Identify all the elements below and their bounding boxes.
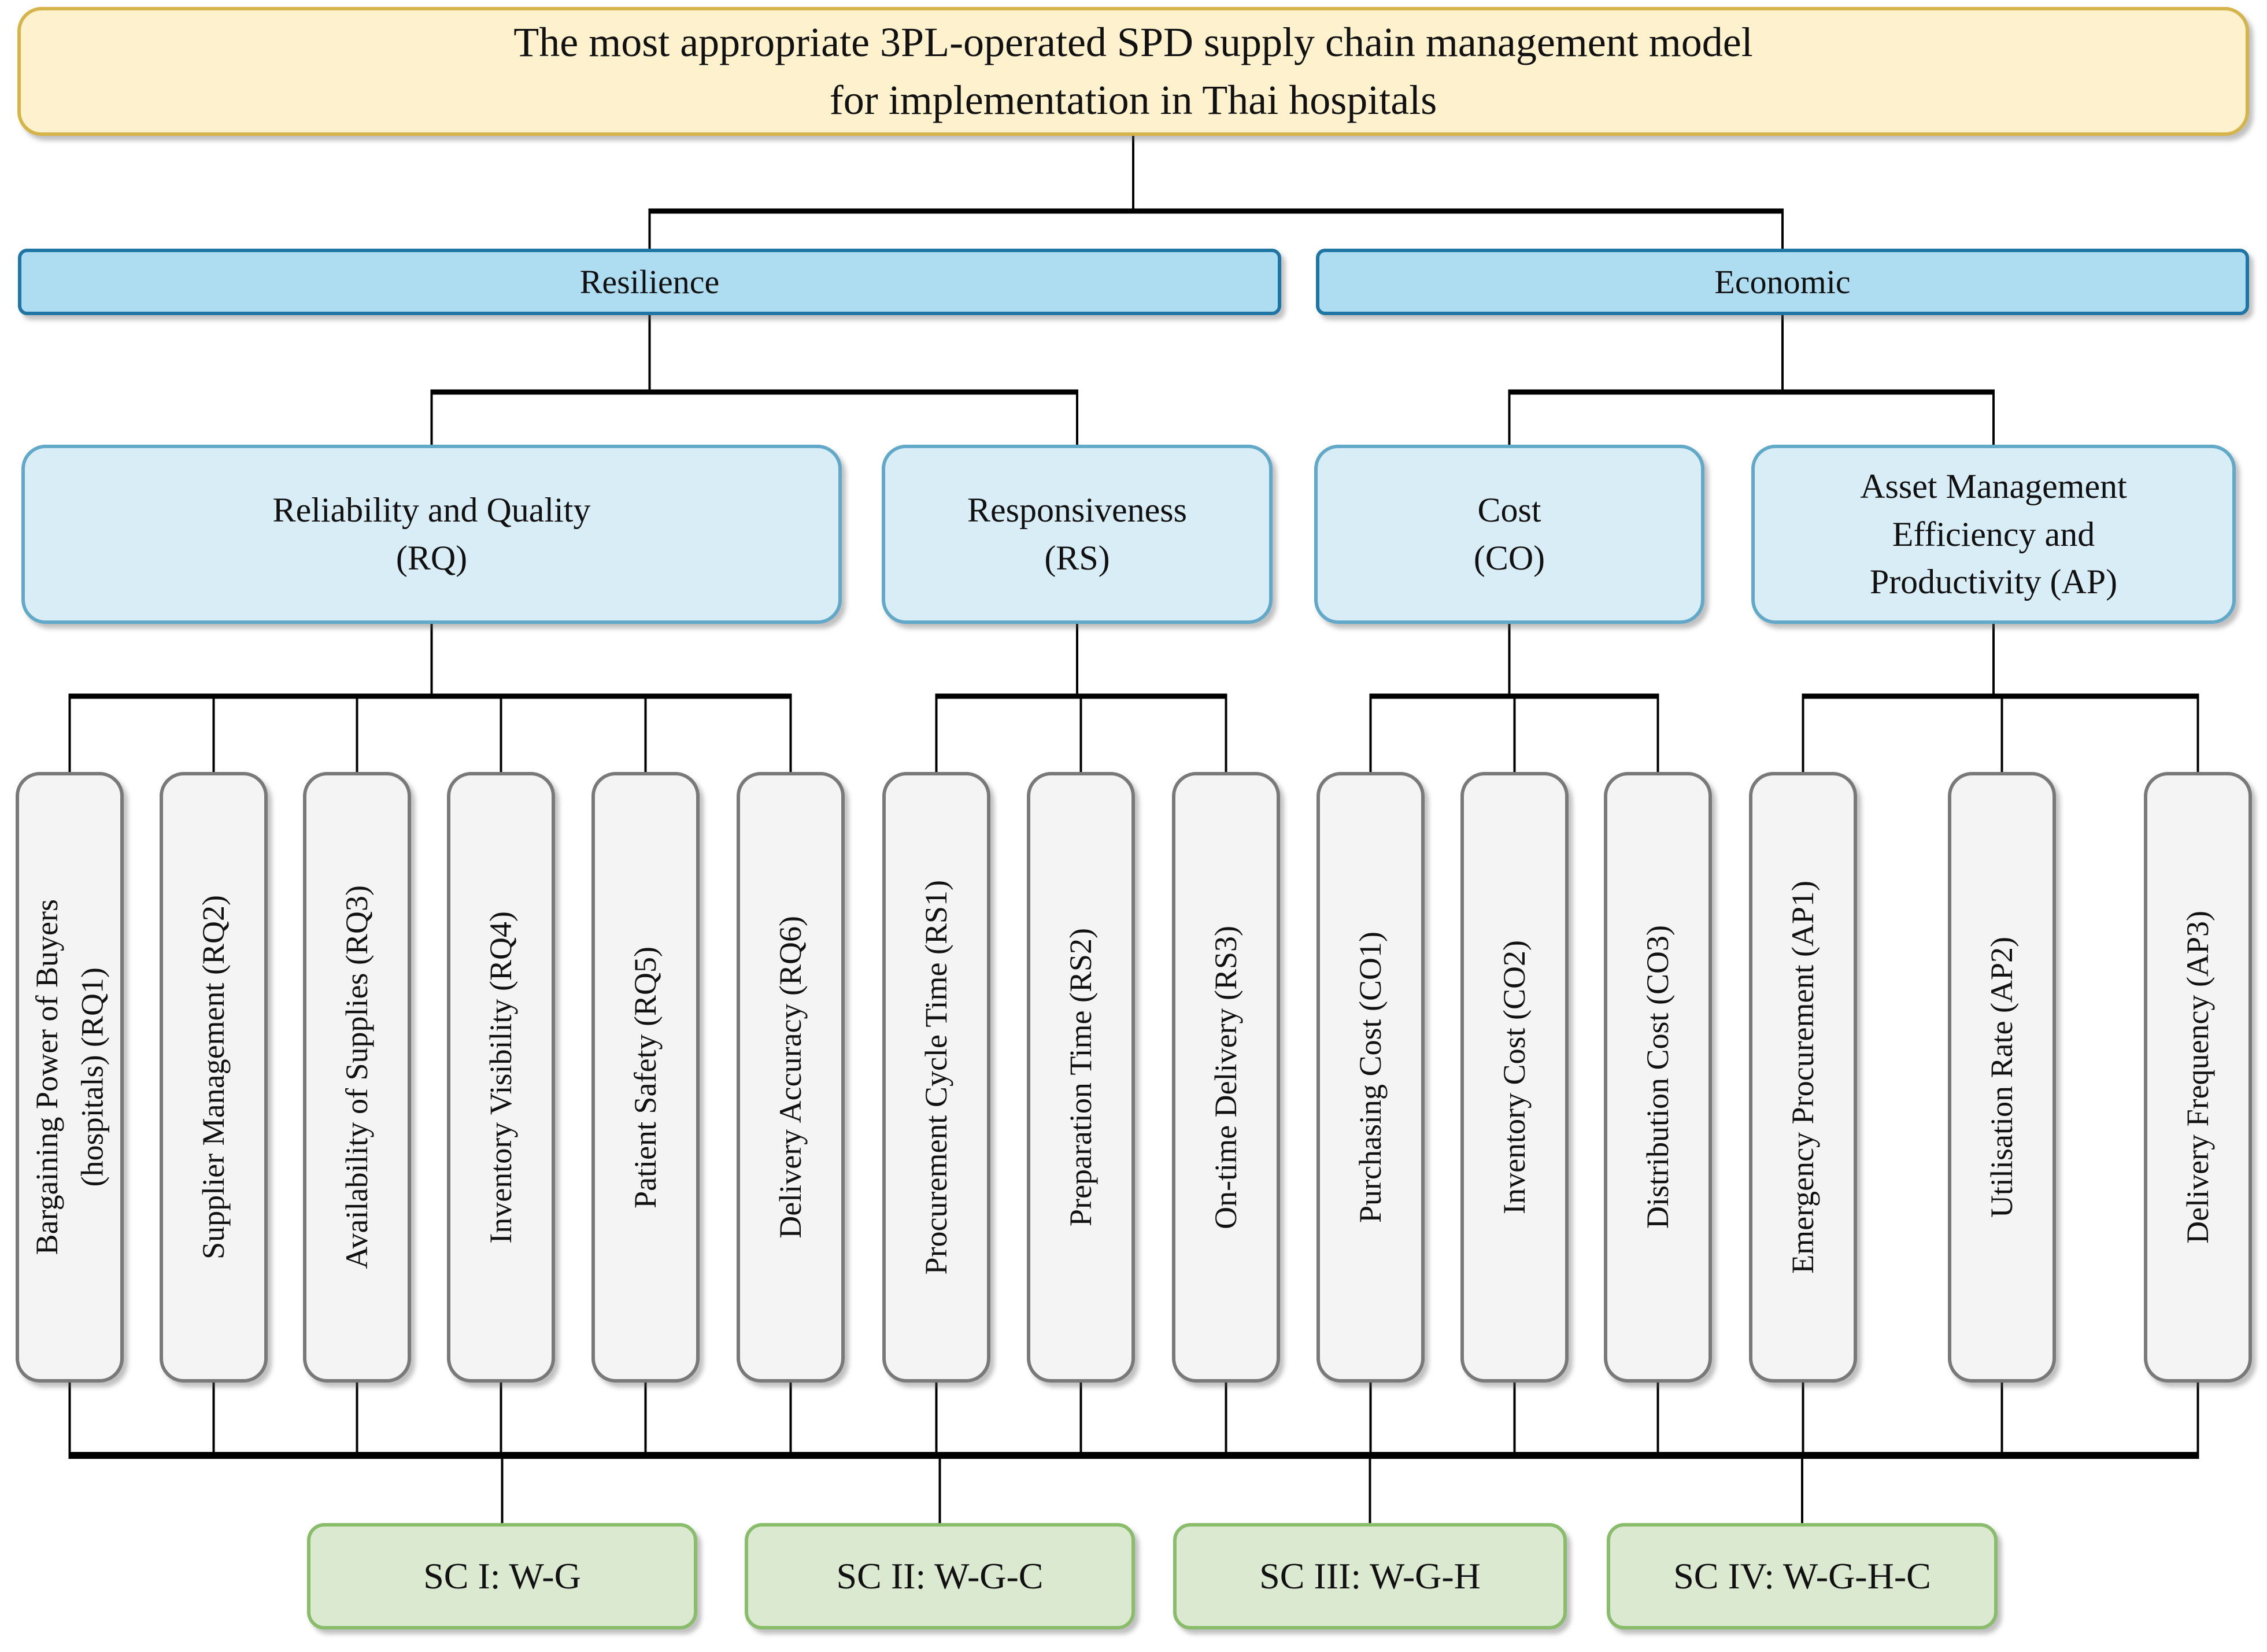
subcriterion-rs: Responsiveness (RS)	[882, 445, 1273, 624]
indicator-co1-label: Purchasing Cost (CO1)	[1353, 932, 1388, 1223]
indicator-box-ap2: Utilisation Rate (AP2)	[1948, 772, 2056, 1383]
criterion-resilience: Resilience	[18, 249, 1281, 315]
indicator-box-ap3: Delivery Frequency (AP3)	[2144, 772, 2252, 1383]
indicator-box-rq6: Delivery Accuracy (RQ6)	[737, 772, 845, 1383]
indicator-box-co2: Inventory Cost (CO2)	[1460, 772, 1569, 1383]
indicator-box-rq5: Patient Safety (RQ5)	[591, 772, 700, 1383]
subcriterion-co-label: Cost (CO)	[1473, 491, 1545, 577]
indicator-rq4-label: Inventory Visibility (RQ4)	[483, 911, 519, 1244]
alternative-sc1-label: SC I: W-G	[423, 1555, 581, 1596]
indicator-box-rq1: Bargaining Power of Buyers (hospitals) (…	[16, 772, 124, 1383]
alternative-sc2-label: SC II: W-G-C	[836, 1555, 1044, 1596]
indicator-rq6-label: Delivery Accuracy (RQ6)	[773, 916, 808, 1239]
goal-label: The most appropriate 3PL-operated SPD su…	[513, 19, 1753, 123]
subcriterion-ap-label: Asset Management Efficiency and Producti…	[1860, 467, 2127, 601]
indicator-box-ap1: Emergency Procurement (AP1)	[1749, 772, 1857, 1383]
subcriterion-co: Cost (CO)	[1314, 445, 1704, 624]
indicator-ap2-label: Utilisation Rate (AP2)	[1984, 937, 2020, 1218]
criterion-economic-label: Economic	[1714, 263, 1851, 301]
criterion-economic: Economic	[1316, 249, 2249, 315]
alternative-sc3-label: SC III: W-G-H	[1259, 1555, 1481, 1596]
indicator-rq2-label: Supplier Management (RQ2)	[196, 895, 231, 1259]
goal-box: The most appropriate 3PL-operated SPD su…	[17, 7, 2249, 136]
indicator-rq1-label: Bargaining Power of Buyers (hospitals) (…	[29, 899, 110, 1255]
indicator-ap3-label: Delivery Frequency (AP3)	[2180, 911, 2216, 1244]
indicator-rs1-label: Procurement Cycle Time (RS1)	[919, 879, 954, 1275]
subcriterion-ap: Asset Management Efficiency and Producti…	[1751, 445, 2236, 624]
subcriterion-rq: Reliability and Quality (RQ)	[21, 445, 842, 624]
subcriterion-rq-label: Reliability and Quality (RQ)	[272, 491, 591, 577]
subcriterion-rs-label: Responsiveness (RS)	[967, 491, 1187, 577]
indicator-co2-label: Inventory Cost (CO2)	[1497, 940, 1532, 1214]
alternative-sc2: SC II: W-G-C	[745, 1523, 1135, 1629]
indicator-co3-label: Distribution Cost (CO3)	[1640, 925, 1676, 1229]
indicator-rq5-label: Patient Safety (RQ5)	[628, 946, 663, 1208]
alternative-sc3: SC III: W-G-H	[1173, 1523, 1567, 1629]
indicator-box-co1: Purchasing Cost (CO1)	[1316, 772, 1425, 1383]
alternative-sc1: SC I: W-G	[307, 1523, 697, 1629]
indicator-box-co3: Distribution Cost (CO3)	[1604, 772, 1712, 1383]
indicator-box-rs1: Procurement Cycle Time (RS1)	[882, 772, 990, 1383]
alternative-sc4: SC IV: W-G-H-C	[1607, 1523, 1998, 1629]
criterion-resilience-label: Resilience	[579, 263, 720, 301]
indicator-rq3-label: Availability of Supplies (RQ3)	[339, 885, 375, 1269]
indicator-rs3-label: On-time Delivery (RS3)	[1208, 925, 1244, 1229]
indicator-box-rs2: Preparation Time (RS2)	[1027, 772, 1135, 1383]
indicator-box-rq2: Supplier Management (RQ2)	[160, 772, 268, 1383]
alternative-sc4-label: SC IV: W-G-H-C	[1673, 1555, 1931, 1596]
indicator-rs2-label: Preparation Time (RS2)	[1063, 927, 1099, 1226]
indicator-box-rq3: Availability of Supplies (RQ3)	[303, 772, 411, 1383]
indicator-ap1-label: Emergency Procurement (AP1)	[1785, 881, 1821, 1274]
indicator-box-rs3: On-time Delivery (RS3)	[1172, 772, 1280, 1383]
indicator-box-rq4: Inventory Visibility (RQ4)	[447, 772, 555, 1383]
